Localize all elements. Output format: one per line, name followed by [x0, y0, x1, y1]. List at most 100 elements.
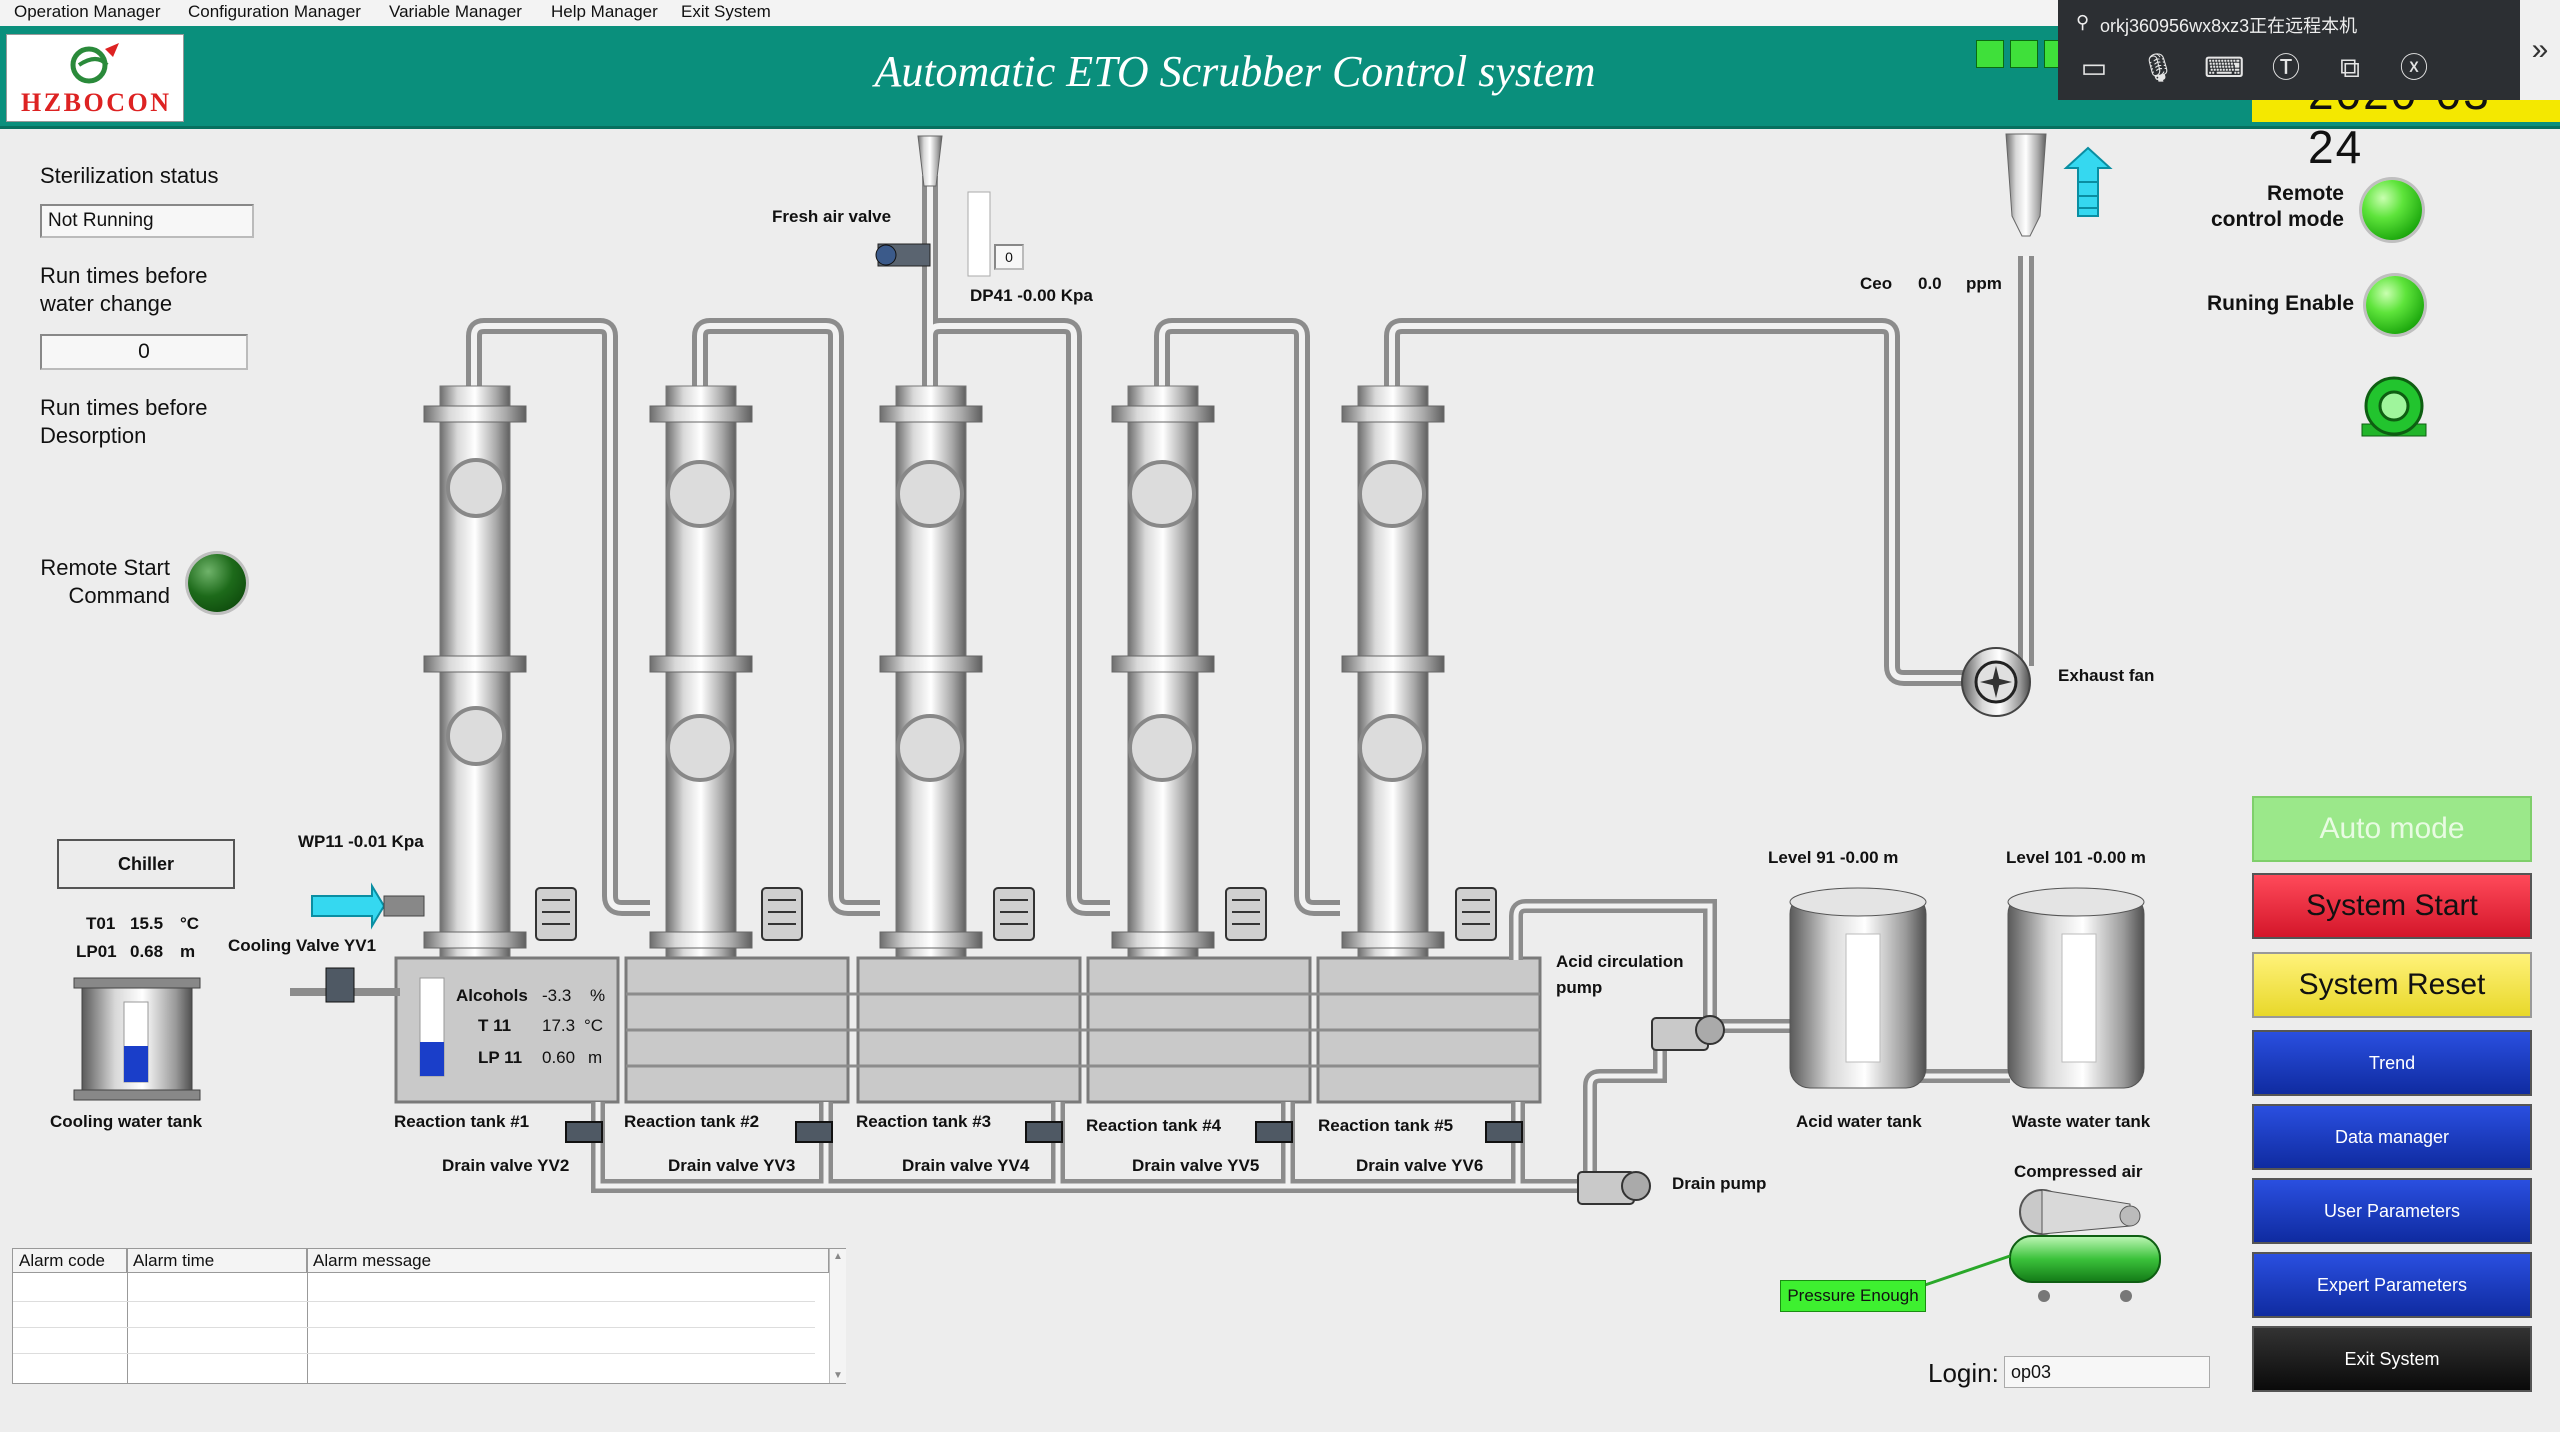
- fresh-air-valve-label: Fresh air valve: [772, 207, 892, 226]
- close-icon[interactable]: ⓧ: [2399, 52, 2428, 83]
- t01-value: 15.5: [130, 914, 164, 933]
- trend-button[interactable]: Trend: [2252, 1030, 2532, 1096]
- wp11-reading: WP11 -0.01 Kpa: [298, 832, 424, 851]
- table-row: [13, 1327, 815, 1328]
- dp41-reading: DP41 -0.00 Kpa: [970, 286, 1093, 305]
- running-enable-label: Runing Enable: [2207, 292, 2354, 315]
- pressure-status-badge: Pressure Enough: [1780, 1280, 1926, 1312]
- folder-icon[interactable]: ⧉: [2340, 52, 2360, 83]
- compressed-air-label: Compressed air: [2014, 1162, 2143, 1181]
- system-start-button[interactable]: System Start: [2252, 873, 2532, 939]
- t11-unit: °C: [584, 1016, 604, 1035]
- exhaust-fan-label: Exhaust fan: [2058, 666, 2155, 685]
- cooling-valve-label: Cooling Valve YV1: [228, 936, 377, 955]
- login-field[interactable]: op03: [2004, 1356, 2210, 1388]
- remote-session-text: orkj360956wx8xz3正在远程本机: [2100, 16, 2358, 36]
- logo-text: HZBOCON: [21, 88, 169, 117]
- fan-status-icon: [2361, 376, 2427, 437]
- t01-unit: °C: [180, 914, 200, 933]
- remote-start-indicator: [188, 554, 246, 612]
- acid-water-tank-label: Acid water tank: [1796, 1112, 1922, 1131]
- menu-configuration-manager[interactable]: Configuration Manager: [188, 2, 361, 21]
- level91-reading: Level 91 -0.00 m: [1768, 848, 1899, 867]
- reaction-tank-1-label: Reaction tank #1: [394, 1112, 530, 1131]
- alarm-message-header[interactable]: Alarm message: [307, 1249, 829, 1273]
- lp01-label: LP01: [76, 942, 117, 961]
- alcohols-label: Alcohols: [456, 986, 528, 1005]
- ceo-label: Ceo: [1860, 274, 1893, 293]
- alarm-time-header[interactable]: Alarm time: [127, 1249, 307, 1273]
- user-icon: ⚲: [2076, 12, 2090, 32]
- water-change-field[interactable]: 0: [40, 334, 248, 370]
- lp11-unit: m: [588, 1048, 603, 1067]
- remote-start-label-2: Command: [68, 583, 170, 608]
- alcohols-value: -3.3: [542, 986, 572, 1005]
- data-manager-button[interactable]: Data manager: [2252, 1104, 2532, 1170]
- drain-valve-yv4-label: Drain valve YV4: [902, 1156, 1030, 1175]
- menu-help-manager[interactable]: Help Manager: [551, 2, 658, 21]
- alarm-code-header[interactable]: Alarm code: [13, 1249, 127, 1273]
- reaction-tank-5-label: Reaction tank #5: [1318, 1116, 1454, 1135]
- status-square-2: [2010, 40, 2038, 68]
- table-row: [13, 1301, 815, 1302]
- drain-valve-yv5-label: Drain valve YV5: [1132, 1156, 1260, 1175]
- t01-label: T01: [86, 914, 116, 933]
- expert-parameters-button[interactable]: Expert Parameters: [2252, 1252, 2532, 1318]
- auto-mode-button[interactable]: Auto mode: [2252, 796, 2532, 862]
- waste-water-tank-label: Waste water tank: [2012, 1112, 2151, 1131]
- drain-valve-yv3-label: Drain valve YV3: [668, 1156, 796, 1175]
- system-reset-button[interactable]: System Reset: [2252, 952, 2532, 1018]
- drain-pump-label: Drain pump: [1672, 1174, 1767, 1193]
- company-logo: HZBOCON: [6, 34, 184, 122]
- desorption-label-2: Desorption: [40, 423, 147, 448]
- process-diagram: [73, 133, 2161, 1302]
- water-change-label-2: water change: [40, 291, 173, 316]
- reaction-tank-4-label: Reaction tank #4: [1086, 1116, 1222, 1135]
- remote-mode-label-1: Remote: [2266, 182, 2344, 205]
- scroll-up-icon[interactable]: ▲: [833, 1251, 843, 1262]
- alcohols-unit: %: [590, 986, 606, 1005]
- ceo-value: 0.0: [1918, 274, 1942, 293]
- chevron-right-icon[interactable]: »: [2520, 0, 2560, 100]
- lp11-value: 0.60: [542, 1048, 576, 1067]
- t11-label: T 11: [478, 1016, 512, 1035]
- column-divider: [307, 1249, 308, 1383]
- running-enable-indicator: [2366, 276, 2424, 334]
- desorption-label-1: Run times before: [40, 395, 208, 420]
- level101-reading: Level 101 -0.00 m: [2006, 848, 2146, 867]
- alarm-table: Alarm code Alarm time Alarm message ▲ ▼: [12, 1248, 846, 1384]
- reaction-tank-3-label: Reaction tank #3: [856, 1112, 992, 1131]
- keyboard-icon[interactable]: ⌨: [2204, 52, 2245, 83]
- acid-circulation-pump-label-2: pump: [1556, 978, 1603, 997]
- app-title: Automatic ETO Scrubber Control system: [874, 47, 1596, 96]
- cooling-water-tank-label: Cooling water tank: [50, 1112, 203, 1131]
- alarm-scrollbar[interactable]: ▲ ▼: [829, 1249, 846, 1383]
- microphone-icon[interactable]: 🎙: [2140, 52, 2176, 83]
- login-label: Login:: [1928, 1358, 1999, 1388]
- menu-operation-manager[interactable]: Operation Manager: [14, 2, 161, 21]
- fresh-air-value: 0: [994, 244, 1024, 270]
- t11-value: 17.3: [542, 1016, 576, 1035]
- column-divider: [127, 1249, 128, 1383]
- sterilization-status-label: Sterilization status: [40, 163, 219, 188]
- exit-system-button[interactable]: Exit System: [2252, 1326, 2532, 1392]
- menu-variable-manager[interactable]: Variable Manager: [389, 2, 522, 21]
- reaction-tank-2-label: Reaction tank #2: [624, 1112, 760, 1131]
- scroll-down-icon[interactable]: ▼: [833, 1370, 843, 1381]
- acid-circulation-pump-label-1: Acid circulation: [1556, 952, 1684, 971]
- text-icon[interactable]: Ⓣ: [2271, 52, 2300, 83]
- status-square-1: [1976, 40, 2004, 68]
- drain-valve-yv6-label: Drain valve YV6: [1356, 1156, 1484, 1175]
- lp11-label: LP 11: [478, 1048, 523, 1067]
- lp01-unit: m: [180, 942, 196, 961]
- remote-start-label-1: Remote Start: [40, 555, 170, 580]
- remote-session-toolbar: ⚲ orkj360956wx8xz3正在远程本机 ▭ 🎙 ⌨ Ⓣ ⧉ ⓧ: [2058, 0, 2520, 100]
- menu-exit-system[interactable]: Exit System: [681, 2, 771, 21]
- water-change-label-1: Run times before: [40, 263, 208, 288]
- chiller-button[interactable]: Chiller: [57, 839, 235, 889]
- remote-mode-label-2: control mode: [2210, 208, 2344, 231]
- chat-icon[interactable]: ▭: [2080, 52, 2108, 83]
- table-row: [13, 1353, 815, 1354]
- lp01-value: 0.68: [130, 942, 164, 961]
- user-parameters-button[interactable]: User Parameters: [2252, 1178, 2532, 1244]
